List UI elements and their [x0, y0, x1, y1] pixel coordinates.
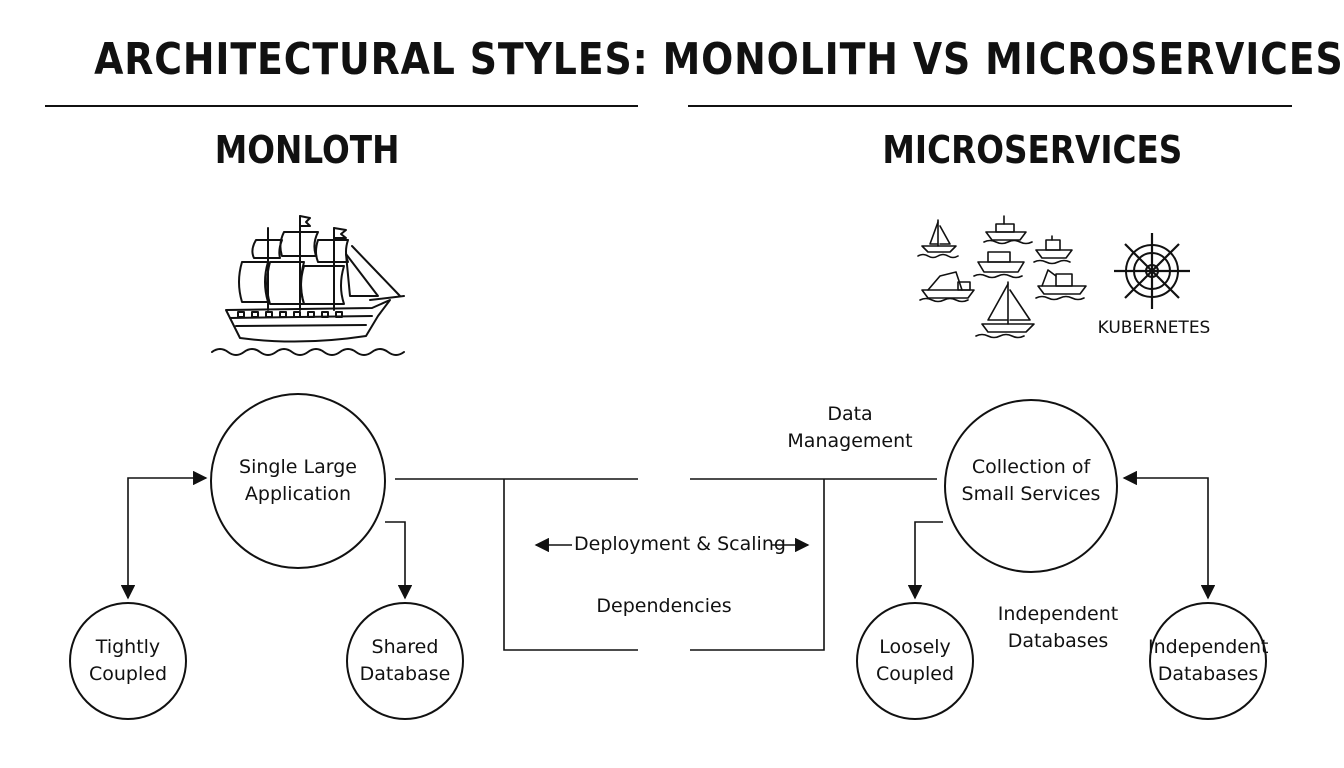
node-label-line: Database: [359, 663, 451, 685]
dependencies-label: Dependencies: [596, 595, 732, 617]
ship-wheel-icon: [1114, 233, 1190, 309]
connector-shared-database: [385, 521, 413, 600]
node-label-line: Databases: [1157, 663, 1259, 685]
connector-tightly-coupled: [120, 470, 208, 600]
sailing-ship-icon: [211, 215, 405, 356]
node-label-line: Coupled: [88, 663, 168, 685]
kubernetes-label: KUBERNETES: [1097, 318, 1211, 338]
node-circle-single-large-application: [210, 393, 386, 569]
node-single-large-application: Single Large Application: [218, 454, 378, 508]
node-circle-collection-of-small-services: [944, 399, 1118, 573]
node-circle-tightly-coupled: [69, 602, 187, 720]
bracket-monolith: [395, 478, 638, 651]
small-boats-icon: [917, 215, 1087, 339]
node-circle-loosely-coupled: [856, 602, 974, 720]
node-circle-independent-databases: [1149, 602, 1267, 720]
node-label-line: Application: [244, 483, 352, 505]
caption-line: Data: [827, 403, 873, 425]
microservices-heading: MICROSERVICES: [882, 128, 1183, 172]
caption-line: Independent: [997, 603, 1119, 625]
node-label-line: Independent: [1148, 636, 1269, 658]
node-tightly-coupled: Tightly Coupled: [73, 634, 183, 688]
node-label-line: Single Large: [239, 456, 357, 478]
node-collection-of-small-services: Collection of Small Services: [951, 454, 1111, 508]
node-label-line: Loosely: [879, 636, 951, 658]
node-label-line: Coupled: [875, 663, 955, 685]
independent-databases-caption: Independent Databases: [988, 601, 1128, 655]
caption-line: Management: [787, 430, 913, 452]
caption-line: Databases: [1007, 630, 1109, 652]
node-label-line: Tightly: [95, 636, 161, 658]
page-title: ARCHITECTURAL STYLES: MONOLITH VS MICROS…: [94, 34, 1344, 85]
node-circle-shared-database: [346, 602, 464, 720]
node-loosely-coupled: Loosely Coupled: [860, 634, 970, 688]
deployment-scaling-label: Deployment & Scaling: [574, 533, 786, 555]
node-shared-database: Shared Database: [350, 634, 460, 688]
node-label-line: Collection of: [971, 456, 1091, 478]
connector-loosely-coupled: [907, 521, 943, 600]
bracket-microservices: [690, 478, 937, 651]
data-management-label: Data Management: [780, 401, 920, 455]
node-label-line: Shared: [371, 636, 439, 658]
connector-independent-databases: [1122, 470, 1216, 600]
node-independent-databases: Independent Databases: [1148, 634, 1268, 688]
node-label-line: Small Services: [961, 483, 1101, 505]
monolith-heading: MONLOTH: [214, 128, 400, 172]
